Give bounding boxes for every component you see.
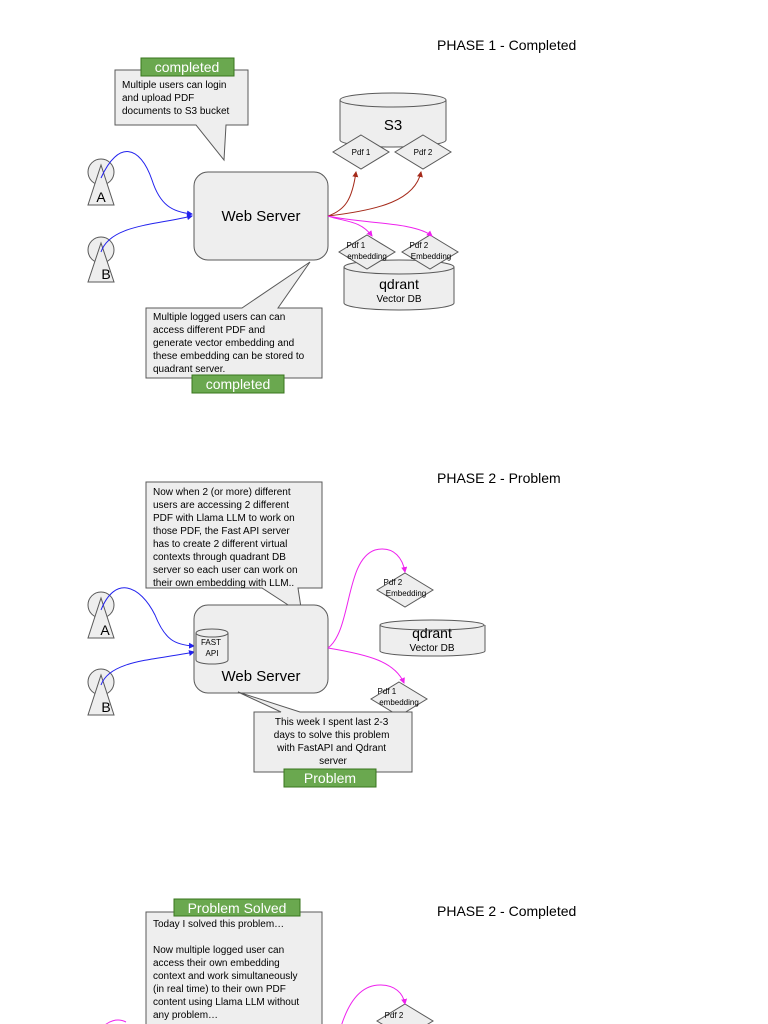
phase3-section: PHASE 2 - Completed Today I solved this … [105,898,576,1024]
phase3-badge [173,898,301,917]
phase1-badge-bottom-label: completed [206,376,271,392]
phase2-web-server [193,604,329,694]
phase1-s3-cylinder: S3 [339,92,447,148]
phase1-emb1-diamond: Pdf 1 embedding [338,234,396,270]
svg-text:Pdf 1 embedding: Pdf 1 embedding [378,687,419,707]
phase1-arrow-b [100,214,193,253]
phase1-pdf1-diamond: Pdf 1 [332,134,390,170]
svg-text:qdrant: qdrant [379,276,419,292]
svg-text:B: B [101,266,110,282]
phase2-arrow-emb1 [327,647,405,684]
phase3-callout-text: Today I solved this problem… Now multipl… [153,919,302,1021]
phase2-fastapi-cylinder: FAST API [195,628,229,665]
phase2-heading: PHASE 2 - Problem [437,470,561,486]
phase2-emb2-diamond: Pdf 2 Embedding [376,572,434,608]
phase1-section: PHASE 1 - Completed Multiple users can l… [87,37,576,394]
phase1-callout-top [114,69,249,162]
svg-text:Pdf 1 embedding: Pdf 1 embedding [347,241,387,261]
phase2-emb1-diamond: Pdf 1 embedding [370,681,428,717]
phase2-callout-top [145,481,323,616]
phase3-emb2-diamond: Pdf 2 [376,1003,434,1024]
phase3-heading: PHASE 2 - Completed [437,903,576,919]
phase1-user-b: B [87,236,115,283]
phase1-qdrant-cylinder: qdrant Vector DB [343,259,455,311]
phase2-callout-bottom-text: This week I spent last 2-3 days to solve… [274,717,392,767]
phase2-qdrant-cylinder: qdrant Vector DB [379,619,486,657]
phase1-badge-top [140,57,235,77]
phase2-arrow-a [100,587,195,649]
phase1-badge-top-label: completed [155,59,220,75]
phase1-pdf2-diamond: Pdf 2 [394,134,452,170]
phase3-arrow-left [105,1019,127,1024]
phase1-arrow-emb1 [327,215,373,237]
svg-text:Vector DB: Vector DB [409,643,454,654]
phase1-user-a: A [87,158,115,206]
svg-text:Pdf 1: Pdf 1 [352,148,371,157]
phase1-callout-top-text: Multiple users can login and upload PDF … [122,80,230,117]
phase2-user-b: B [87,668,115,716]
phase2-callout-bottom [237,691,413,773]
phase1-callout-bottom-text: Multiple logged users can can access dif… [153,312,307,375]
svg-text:Pdf 2 Embedding: Pdf 2 Embedding [410,241,452,261]
svg-text:qdrant: qdrant [412,625,452,641]
phase1-arrow-a [100,151,193,217]
svg-text:A: A [96,189,106,205]
svg-text:Vector DB: Vector DB [376,294,421,305]
phase2-badge-label: Problem [304,770,356,786]
phase3-badge-label: Problem Solved [188,900,287,916]
phase1-callout-bottom [145,261,323,379]
phase2-badge [283,768,377,788]
phase1-arrow-pdf2 [327,171,423,217]
svg-text:Pdf 2 Embedding: Pdf 2 Embedding [384,578,427,598]
phase2-user-a: A [87,591,115,639]
svg-text:B: B [101,699,110,715]
svg-text:FAST API: FAST API [201,638,223,658]
phase1-emb2-diamond: Pdf 2 Embedding [401,234,459,270]
svg-text:S3: S3 [384,117,402,134]
phase2-arrow-b [100,650,195,686]
phase2-web-server-label: Web Server [222,668,301,685]
phase1-arrow-emb2 [327,215,433,237]
phase3-arrow-emb2 [341,984,408,1024]
phase1-web-server-label: Web Server [222,208,301,225]
svg-text:Pdf 2: Pdf 2 [414,148,433,157]
svg-text:A: A [100,622,110,638]
phase1-badge-bottom [191,374,285,394]
svg-text:Pdf 2: Pdf 2 [385,1011,404,1020]
phase2-callout-top-text: Now when 2 (or more) different users are… [153,487,300,589]
phase2-arrow-emb2 [327,548,408,649]
phase1-heading: PHASE 1 - Completed [437,37,576,53]
phase2-section: PHASE 2 - Problem Now when 2 (or more) d… [87,470,561,788]
phase1-arrow-pdf1 [327,171,359,217]
